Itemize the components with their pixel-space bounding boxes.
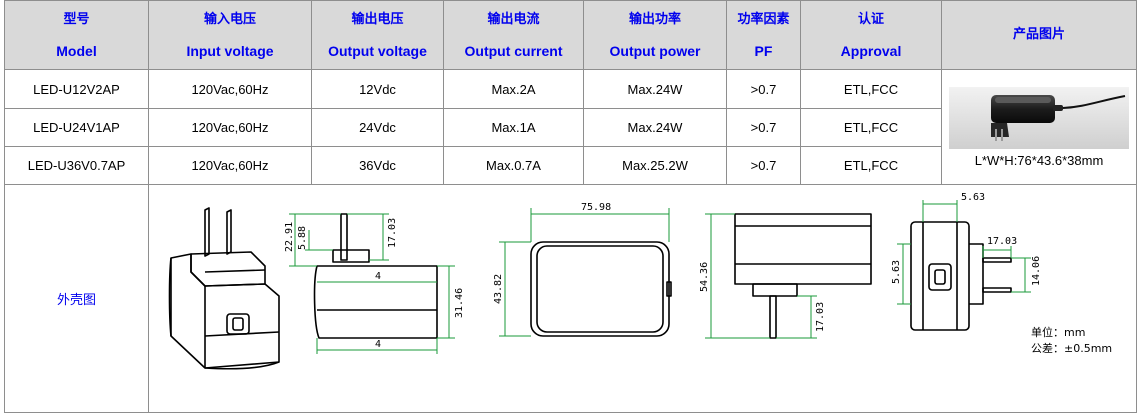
product-size: L*W*H:76*43.6*38mm — [974, 152, 1104, 168]
back-view — [734, 212, 872, 339]
dim-end-height: 14.06 — [1031, 255, 1042, 285]
cell-approval: ETL,FCC — [800, 146, 942, 185]
top-view — [530, 240, 672, 337]
dim-end-prong: 17.03 — [987, 236, 1017, 247]
cell-pf: >0.7 — [726, 146, 801, 185]
side-view — [313, 212, 438, 339]
cell-output-current: Max.2A — [443, 69, 584, 109]
dimension-lines — [289, 199, 1031, 354]
housing-drawing: 22.91 5.88 17.03 4 4 31.46 75.98 43.82 5… — [168, 192, 1112, 370]
dimension-labels: 22.91 5.88 17.03 4 4 31.46 75.98 43.82 5… — [284, 192, 1042, 350]
cell-approval: ETL,FCC — [800, 108, 942, 147]
table-row: LED-U24V1AP 120Vac,60Hz 24Vdc Max.1A Max… — [4, 108, 1137, 147]
unit-note: 单位：mm — [1031, 325, 1085, 339]
end-view — [910, 220, 1012, 331]
dim-side-prong-c: 17.03 — [387, 217, 398, 247]
dim-front-height: 43.82 — [493, 273, 504, 303]
dim-end-top: 5.63 — [961, 192, 985, 203]
cell-pf: >0.7 — [726, 69, 801, 109]
cell-output-power: Max.25.2W — [583, 146, 727, 185]
cell-output-voltage: 24Vdc — [311, 108, 444, 147]
dim-end-left: 5.63 — [891, 259, 902, 283]
cell-approval: ETL,FCC — [800, 69, 942, 109]
header-product-photo: 产品图片 — [941, 0, 1137, 70]
cell-model: LED-U12V2AP — [4, 69, 149, 109]
housing-drawing-cell: 22.91 5.88 17.03 4 4 31.46 75.98 43.82 5… — [148, 184, 1137, 413]
dim-back-prong: 17.03 — [815, 301, 826, 331]
dim-side-prong-b: 5.88 — [297, 225, 308, 249]
cell-pf: >0.7 — [726, 108, 801, 147]
table-row: LED-U12V2AP 120Vac,60Hz 12Vdc Max.2A Max… — [4, 69, 1137, 185]
drawing-notes: 单位：mm 公差：±0.5mm — [1031, 325, 1112, 355]
isometric-view — [168, 206, 280, 370]
cell-output-voltage: 36Vdc — [311, 146, 444, 185]
tolerance-note: 公差：±0.5mm — [1031, 341, 1112, 355]
cell-input-voltage: 120Vac,60Hz — [148, 69, 312, 109]
cell-model: LED-U36V0.7AP — [4, 146, 149, 185]
dim-back-height: 54.36 — [699, 261, 710, 291]
housing-label-cell: 外壳图 — [4, 184, 149, 413]
dim-side-height: 31.46 — [454, 287, 465, 317]
cell-output-power: Max.24W — [583, 108, 727, 147]
dim-side-width-bottom: 4 — [375, 339, 381, 350]
cell-output-current: Max.0.7A — [443, 146, 584, 185]
cell-input-voltage: 120Vac,60Hz — [148, 108, 312, 147]
dim-side-width-top: 4 — [375, 271, 381, 282]
housing-label: 外壳图 — [56, 293, 96, 308]
dim-front-length: 75.98 — [581, 202, 611, 213]
product-photo-cell: L*W*H:76*43.6*38mm — [941, 69, 1137, 185]
cell-input-voltage: 120Vac,60Hz — [148, 146, 312, 185]
dim-side-prong-a: 22.91 — [284, 221, 295, 251]
cell-output-voltage: 12Vdc — [311, 69, 444, 109]
cell-model: LED-U24V1AP — [4, 108, 149, 147]
cell-output-power: Max.24W — [583, 69, 727, 109]
cell-output-current: Max.1A — [443, 108, 584, 147]
product-photo — [949, 86, 1129, 149]
